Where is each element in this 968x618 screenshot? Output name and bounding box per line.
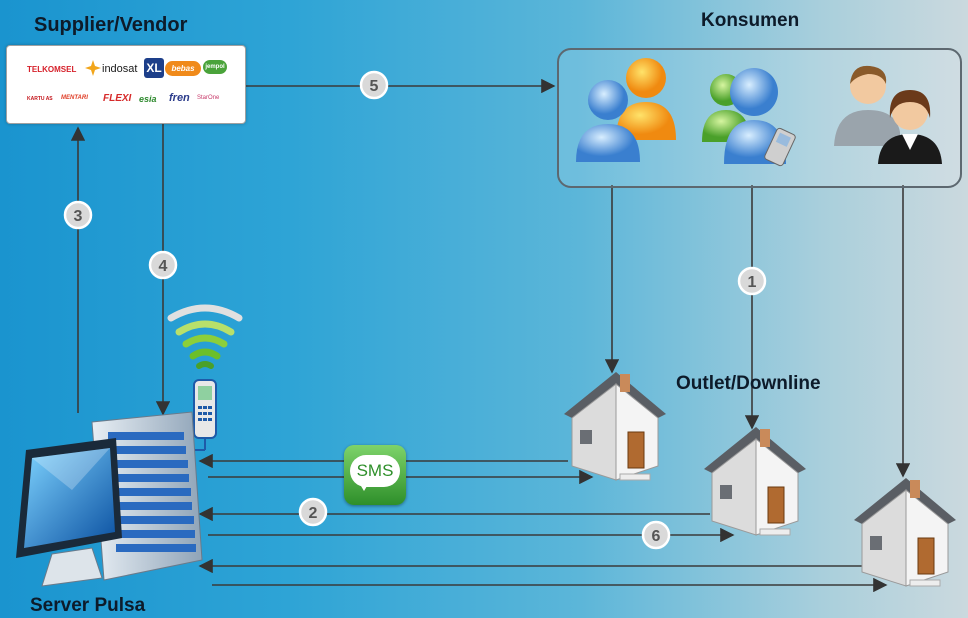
brand-mentari: MENTARI [61,95,88,101]
supplier-heading: Supplier/Vendor [34,14,188,36]
step-number-6: 6 [652,528,661,545]
customers-couple-icon [834,65,942,164]
outlet-house-3-icon [854,478,956,587]
outlet-house-1-icon [564,372,666,481]
sms-icon-label: SMS [356,461,394,480]
user-with-phone-icon [702,68,796,167]
server-heading: Server Pulsa [30,595,146,616]
brand-starone: StarOne [197,95,220,101]
step-badge-5 [359,70,389,100]
brand-jempol: jempol [203,60,227,74]
step-badge-3 [63,200,93,230]
brand-telkomsel: TELKOMSEL [27,65,77,74]
brand-kartu-as: KARTU AS [27,96,53,102]
sms-icon: SMS [344,445,406,505]
brand-bebas: bebas [165,61,201,76]
step-number-2: 2 [309,505,318,522]
step-badge-2 [298,497,328,527]
step-badge-4 [148,250,178,280]
indosat-star-icon [85,60,101,76]
step-badges [63,70,767,550]
step-badge-6 [641,520,671,550]
step-number-5: 5 [370,78,379,95]
step-badge-1 [737,266,767,296]
step-number-1: 1 [748,274,757,291]
outlet-house-2-icon [704,427,806,536]
brand-fren: fren [169,92,190,104]
consumer-heading: Konsumen [701,10,800,31]
wireless-phone-icon [167,304,243,439]
brand-esia: esia [139,94,157,104]
outlet-heading: Outlet/Downline [676,373,821,394]
vendor-logos-box: TELKOMSEL indosat XL bebas jempol KARTU … [6,45,246,124]
brand-xl: XL [144,58,164,78]
server-computer-icon [16,411,203,587]
brand-indosat: indosat [102,63,138,75]
step-number-3: 3 [74,208,83,225]
users-group-icon [576,58,676,162]
step-number-4: 4 [159,258,168,275]
brand-flexi: FLEXI [103,93,132,104]
